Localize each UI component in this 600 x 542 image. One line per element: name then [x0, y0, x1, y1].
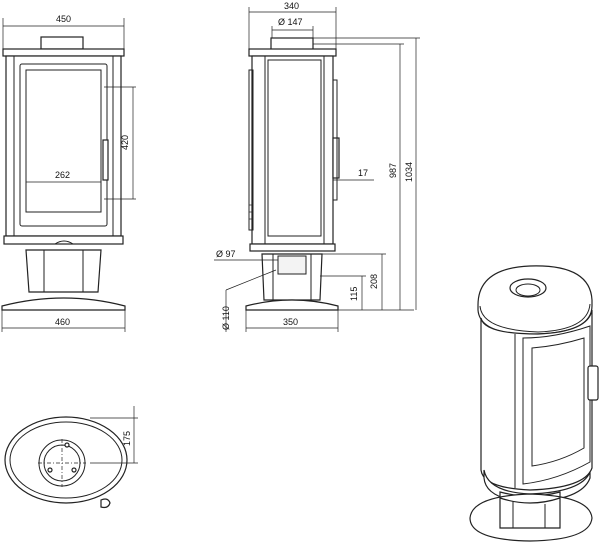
dim-glass-height: 420 [120, 135, 130, 150]
top-view: 175 [4, 406, 138, 509]
dim-top-offset: 175 [122, 431, 132, 446]
dim-pedestal-diameter: Ø 97 [216, 249, 236, 259]
dim-glass-width: 262 [55, 170, 70, 180]
side-view: 340 Ø 147 350 [214, 1, 420, 332]
dim-depth: 340 [284, 1, 299, 11]
dim-air-inlet-diameter: Ø 110 [221, 306, 231, 330]
dim-width-top: 450 [56, 14, 71, 24]
dim-base-depth: 350 [283, 317, 298, 327]
perspective-view [469, 265, 599, 542]
dim-height-total: 1034 [404, 162, 414, 182]
dim-height-115: 115 [349, 287, 359, 301]
dim-handle-offset: 17 [358, 168, 368, 178]
dim-width-base: 460 [55, 317, 70, 327]
dim-height-outlet: 987 [388, 163, 398, 178]
front-view: 450 420 262 460 [1, 14, 136, 332]
dim-height-208: 208 [369, 274, 379, 289]
dim-flue-diameter: Ø 147 [278, 17, 303, 27]
